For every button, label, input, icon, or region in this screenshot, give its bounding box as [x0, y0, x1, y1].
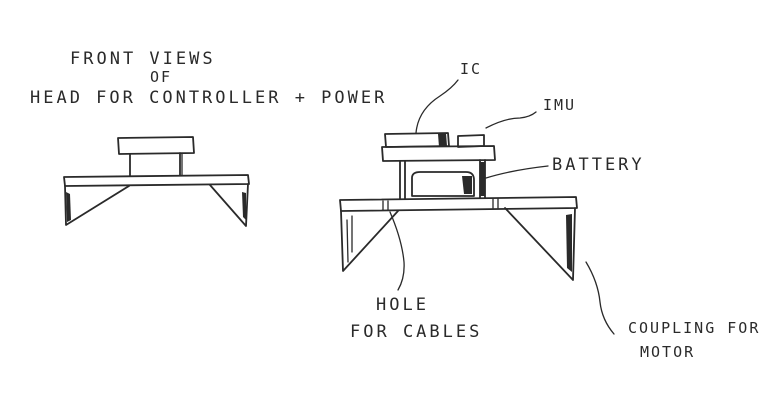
label-hole-line-2: FOR CABLES [350, 322, 482, 342]
lower-plate [339, 196, 578, 212]
leader-lines [389, 79, 615, 335]
upper-plate [381, 145, 496, 162]
title-group: FRONT VIEWS OF HEAD FOR CONTROLLER + POW… [30, 49, 387, 108]
label-hole-line-1: HOLE [376, 295, 429, 315]
title-line-2: OF [150, 68, 172, 86]
label-imu: IMU [543, 96, 576, 114]
cable-hole-left [382, 200, 389, 211]
title-line-1: FRONT VIEWS [70, 49, 216, 69]
left-leg-right-shade [242, 192, 246, 220]
battery-shade [462, 176, 472, 194]
labels: IC IMU BATTERY HOLE FOR CABLES COUPLING … [350, 60, 760, 361]
left-leg-left [64, 185, 130, 226]
imu-block [457, 134, 485, 148]
title-line-3: HEAD FOR CONTROLLER + POWER [30, 88, 387, 108]
leader-battery [485, 165, 549, 179]
ic-block-dark-strip [438, 133, 447, 147]
right-leg-left-hatch [346, 215, 353, 263]
label-battery: BATTERY [552, 155, 645, 175]
label-ic: IC [460, 60, 482, 78]
right-leg-left [340, 210, 399, 272]
right-head-sketch [339, 132, 578, 281]
cable-hole-right [492, 198, 499, 209]
label-coupling-line-2: MOTOR [640, 343, 695, 361]
right-leg-right [504, 207, 576, 281]
leader-coupling [585, 261, 615, 335]
leader-imu [485, 111, 537, 129]
left-base-plate [63, 174, 250, 187]
left-head-sketch [63, 136, 250, 227]
left-leg-right [209, 183, 249, 227]
label-coupling-line-1: COUPLING FOR [628, 319, 760, 337]
leader-hole [389, 211, 405, 291]
left-leg-left-shade [66, 192, 71, 222]
standoff-left [399, 160, 406, 200]
battery-body [411, 171, 475, 197]
left-top-block [117, 136, 195, 155]
leader-ic [415, 79, 459, 134]
standoff-right-shade [480, 162, 485, 196]
right-leg-right-shade [566, 214, 572, 272]
